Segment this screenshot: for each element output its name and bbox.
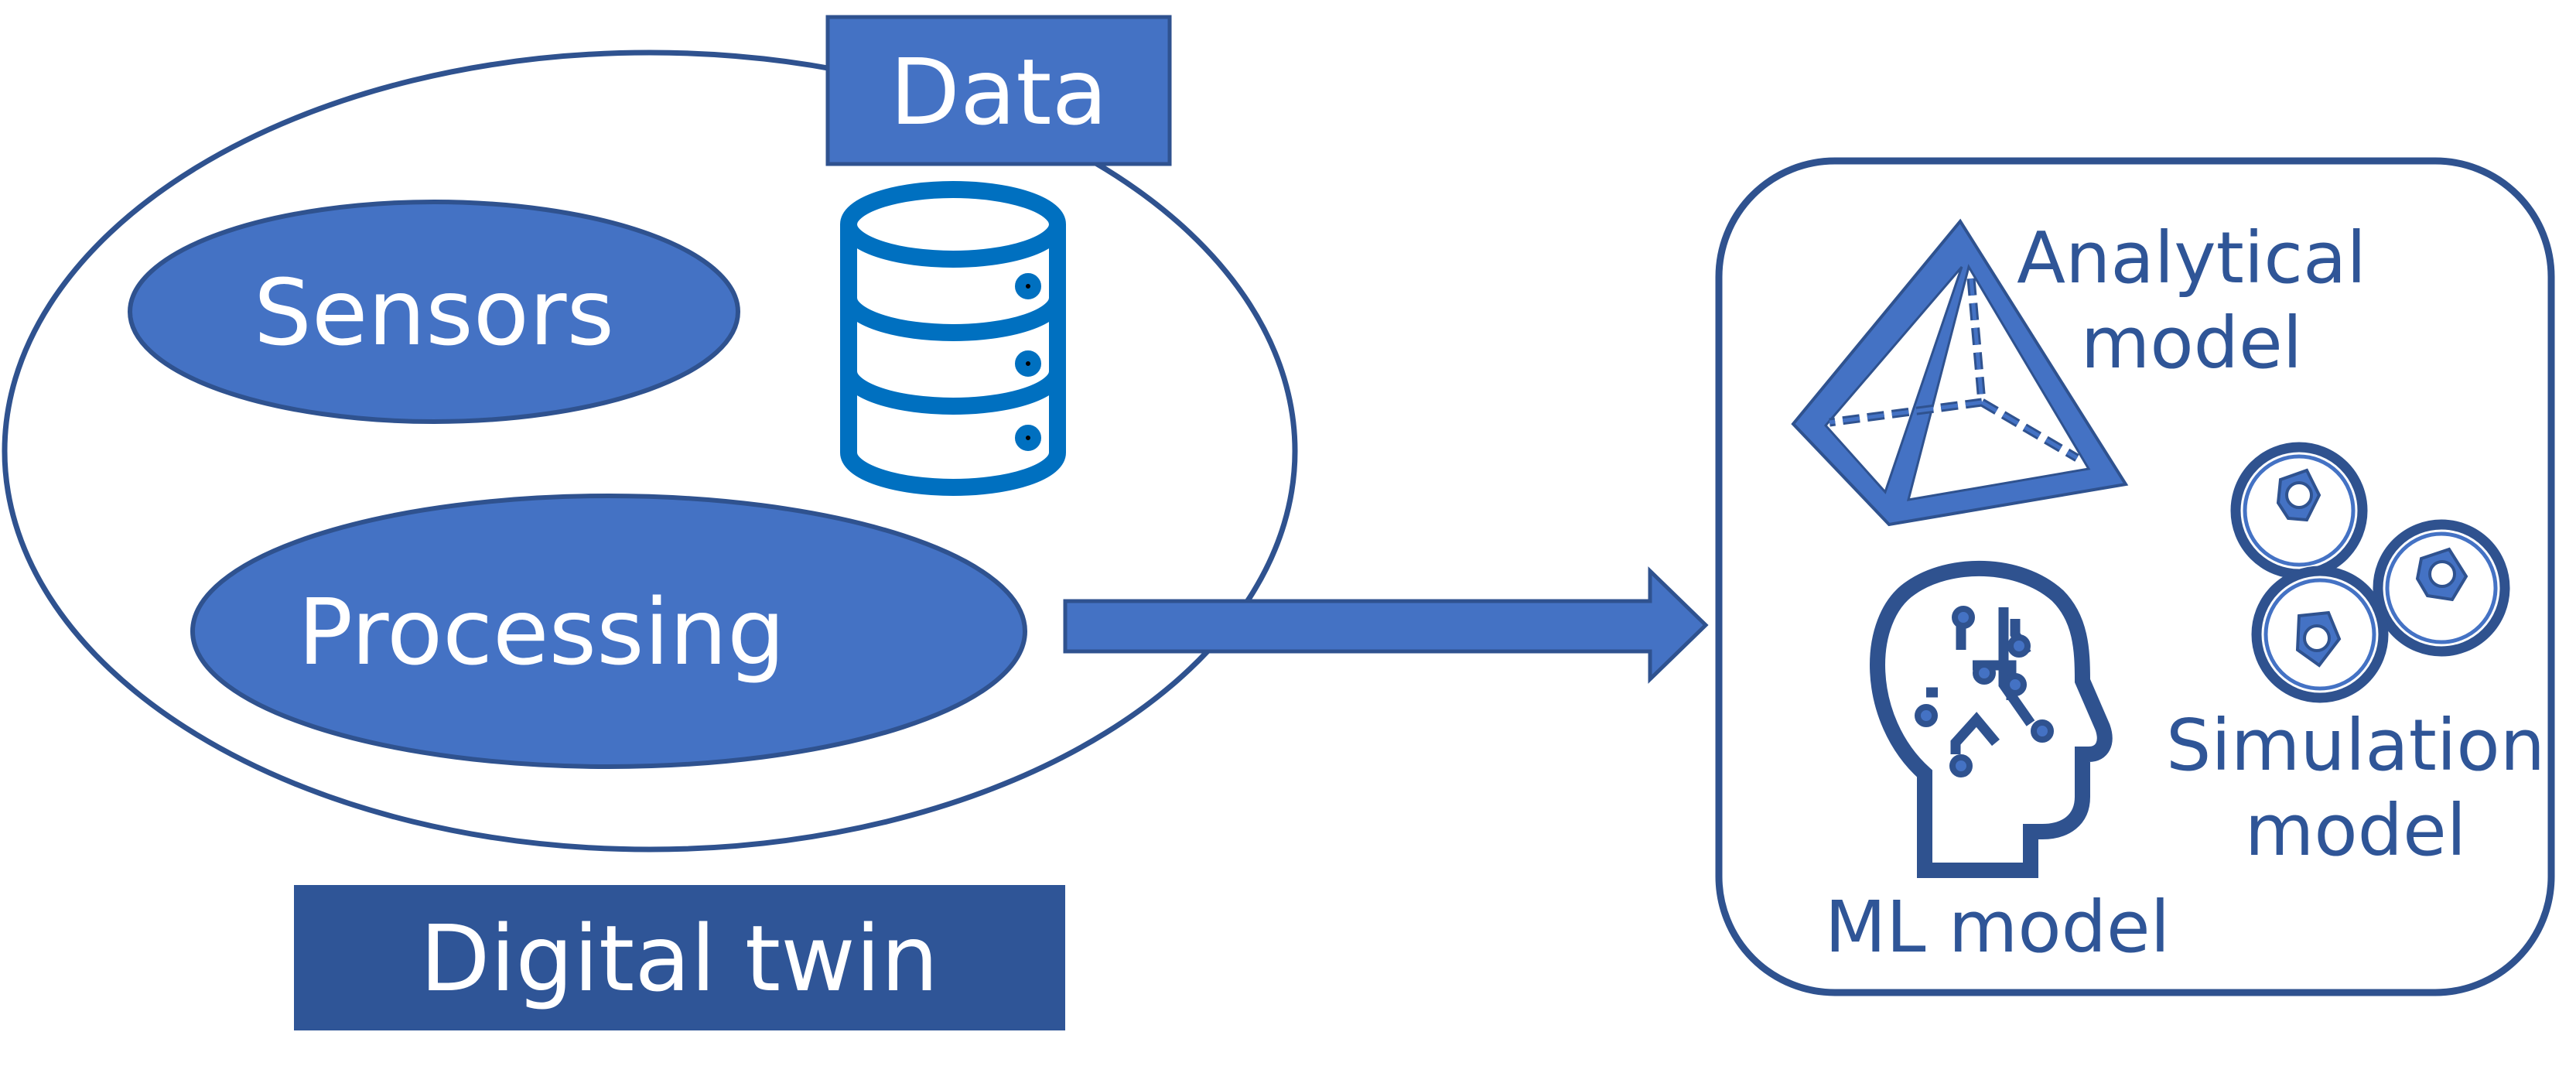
processing-label: Processing [298,579,785,685]
simulation-model-label-line1: Simulation [2166,704,2545,787]
pyramid-icon [1791,218,2129,527]
sensors-label: Sensors [254,259,614,366]
cells-icon [2230,442,2510,703]
analytical-model-label-line2: model [2081,302,2302,384]
simulation-model-label-line2: model [2245,789,2466,872]
database-icon [840,181,1066,496]
data-label-box: Data [825,15,1172,166]
arrow-right-icon [1063,566,1709,684]
digital-twin-title: Digital twin [420,905,939,1012]
digital-twin-caption: Digital twin [294,885,1065,1030]
ai-head-icon [1870,560,2113,878]
analytical-model-label-line1: Analytical [2017,217,2366,299]
ml-model-label: ML model [1825,886,2170,969]
data-label: Data [890,39,1108,145]
processing-node: Processing [190,494,1027,769]
sensors-node: Sensors [128,200,740,424]
